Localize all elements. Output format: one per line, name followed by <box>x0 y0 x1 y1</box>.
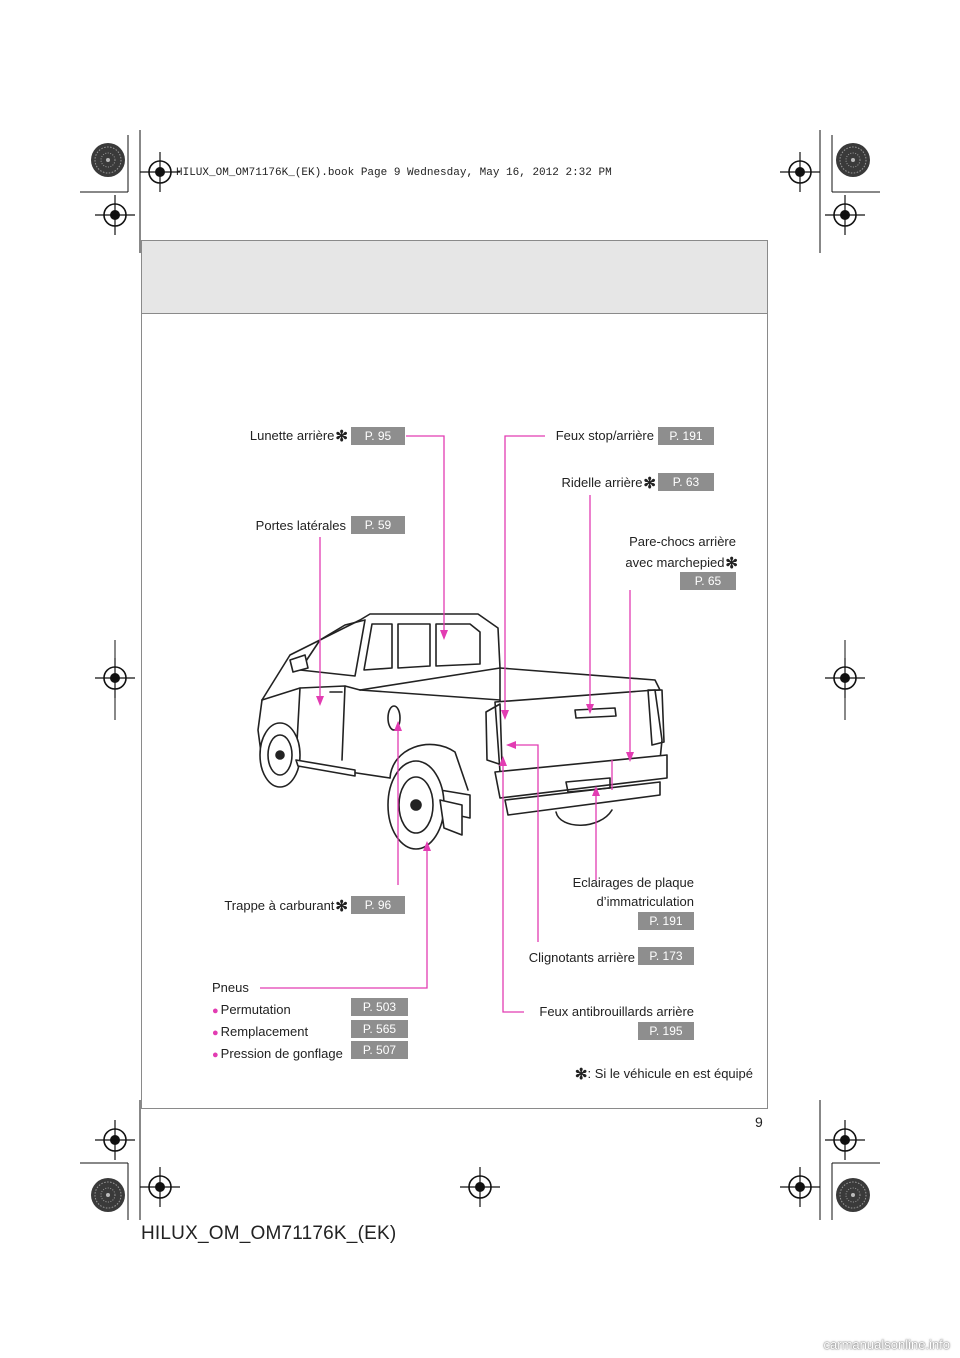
callout-antibrouillard-label: Feux antibrouillards arrière <box>539 1004 694 1019</box>
callout-pare-chocs-line2: avec marchepied✻ <box>625 555 738 572</box>
registration-marks <box>90 142 871 1213</box>
leader-lines <box>260 435 631 1013</box>
callout-trappe-label: Trappe à carburant✻ <box>224 898 348 915</box>
callout-pare-chocs-line1: Pare-chocs arrière <box>629 534 736 549</box>
page-ref-ridelle[interactable]: P. 63 <box>658 473 714 491</box>
document-code: HILUX_OM_OM71176K_(EK) <box>141 1223 397 1244</box>
page-ref-trappe[interactable]: P. 96 <box>351 896 405 914</box>
page-ref-permutation[interactable]: P. 503 <box>351 998 408 1016</box>
pneus-item-pression: ●Pression de gonflage <box>212 1046 343 1061</box>
optional-star-icon: ✻ <box>643 475 656 492</box>
crop-marks <box>80 130 880 1220</box>
callout-eclairages-line2: d’immatriculation <box>596 894 694 909</box>
page-ref-pression[interactable]: P. 507 <box>351 1041 408 1059</box>
page-number: 9 <box>755 1114 763 1130</box>
optional-star-icon: ✻ <box>335 898 348 915</box>
book-info-header: HILUX_OM_OM71176K_(EK).book Page 9 Wedne… <box>176 167 612 179</box>
optional-star-icon: ✻ <box>725 555 738 572</box>
page-ref-eclairages[interactable]: P. 191 <box>638 912 694 930</box>
pneus-item-remplacement: ●Remplacement <box>212 1024 309 1039</box>
callout-clignotants-label: Clignotants arrière <box>528 950 635 965</box>
callout-portes-label: Portes latérales <box>255 518 346 533</box>
callout-lunette-label: Lunette arrière✻ <box>249 428 348 445</box>
page-header-band <box>142 241 767 314</box>
page-ref-lunette[interactable]: P. 95 <box>351 427 405 445</box>
page-ref-clignotants[interactable]: P. 173 <box>638 947 694 965</box>
truck-illustration <box>257 613 668 850</box>
watermark: carmanualsonline.info <box>823 1337 950 1352</box>
callout-eclairages-line1: Eclairages de plaque <box>572 875 694 890</box>
bullet-icon: ● <box>212 1049 219 1061</box>
bullet-icon: ● <box>212 1005 219 1017</box>
leader-arrows <box>316 630 634 851</box>
page-ref-feux-stop[interactable]: P. 191 <box>658 427 714 445</box>
page-ref-portes[interactable]: P. 59 <box>351 516 405 534</box>
page-ref-pare-chocs[interactable]: P. 65 <box>680 572 736 590</box>
pneus-item-permutation: ●Permutation <box>212 1002 291 1017</box>
callout-pneus-title: Pneus <box>212 980 249 995</box>
footnote: ✻: Si le véhicule en est équipé <box>574 1066 753 1083</box>
page-ref-remplacement[interactable]: P. 565 <box>351 1020 408 1038</box>
page-frame <box>141 240 768 1109</box>
callout-feux-stop-label: Feux stop/arrière <box>555 428 654 443</box>
page-ref-antibrouillard[interactable]: P. 195 <box>638 1022 694 1040</box>
callout-ridelle-label: Ridelle arrière✻ <box>561 475 657 492</box>
optional-star-icon: ✻ <box>574 1066 588 1083</box>
bullet-icon: ● <box>212 1027 219 1039</box>
optional-star-icon: ✻ <box>335 428 348 445</box>
